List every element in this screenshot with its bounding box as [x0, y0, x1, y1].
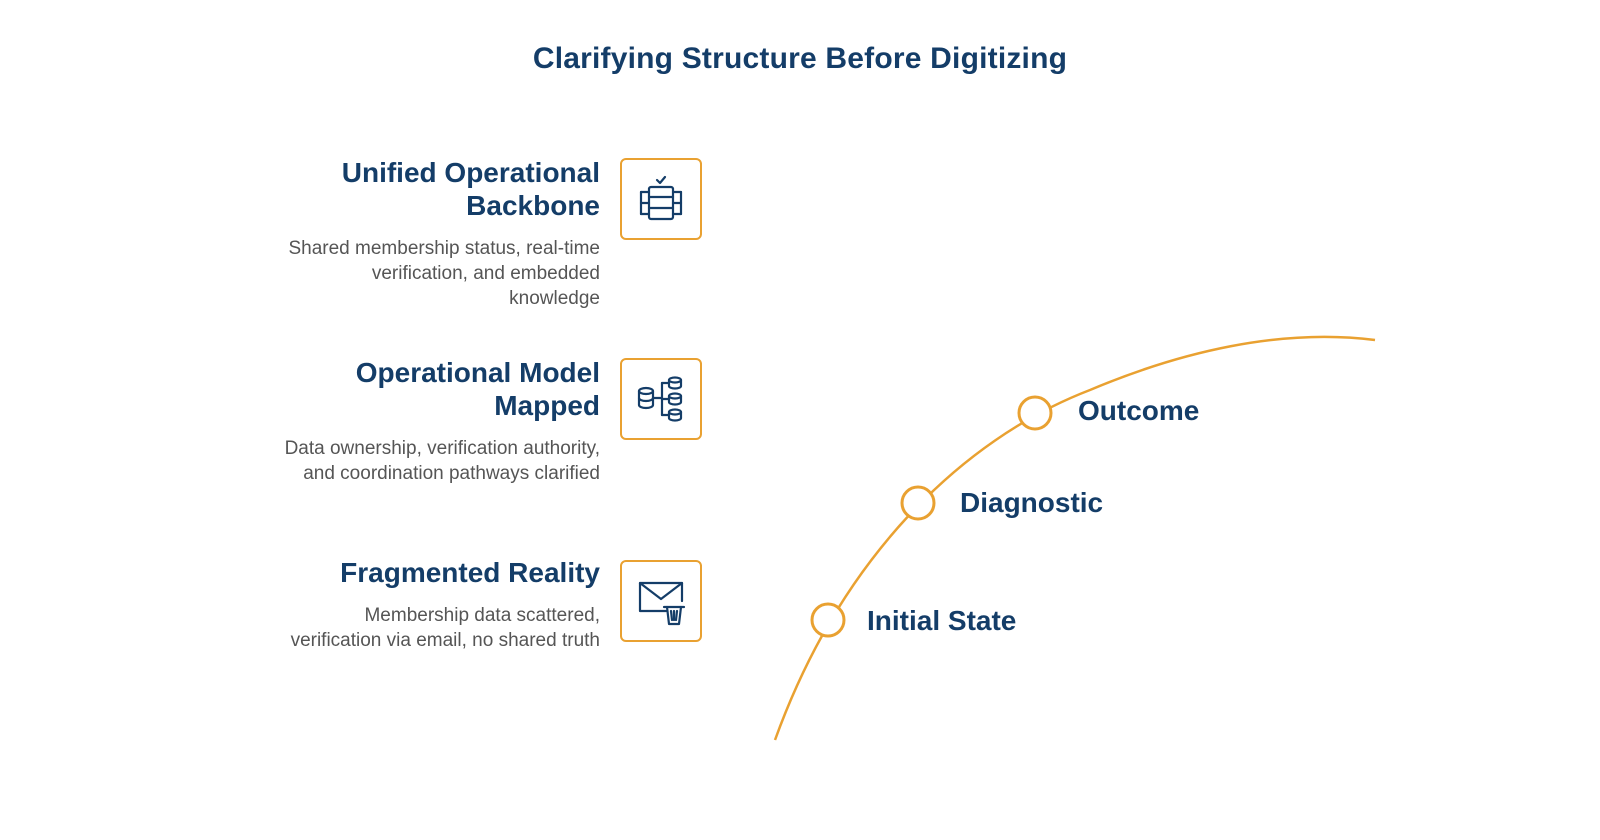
stage-label-outcome: Outcome [1078, 395, 1200, 426]
item-unified-operational-backbone: Unified Operational Backbone Shared memb… [280, 156, 600, 311]
item-description: Membership data scattered, verification … [290, 605, 600, 651]
item-description: Shared membership status, real-time veri… [288, 238, 600, 309]
item-heading: Fragmented Reality [340, 557, 600, 588]
mail-trash-icon [620, 560, 702, 642]
stage-label-initial-state: Initial State [867, 605, 1017, 636]
item-heading: Operational Model Mapped [355, 357, 600, 421]
item-heading: Unified Operational Backbone [341, 157, 600, 221]
database-hierarchy-icon [620, 358, 702, 440]
item-fragmented-reality: Fragmented Reality Membership data scatt… [280, 556, 600, 653]
item-operational-model-mapped: Operational Model Mapped Data ownership,… [280, 356, 600, 486]
server-check-icon [620, 158, 702, 240]
stage-label-diagnostic: Diagnostic [960, 487, 1104, 518]
item-description: Data ownership, verification authority, … [284, 438, 600, 484]
stage-marker-diagnostic [900, 485, 936, 521]
diagram-title: Clarifying Structure Before Digitizing [532, 42, 1068, 75]
stage-marker-initial-state [810, 602, 846, 638]
stage-marker-outcome [1017, 395, 1053, 431]
